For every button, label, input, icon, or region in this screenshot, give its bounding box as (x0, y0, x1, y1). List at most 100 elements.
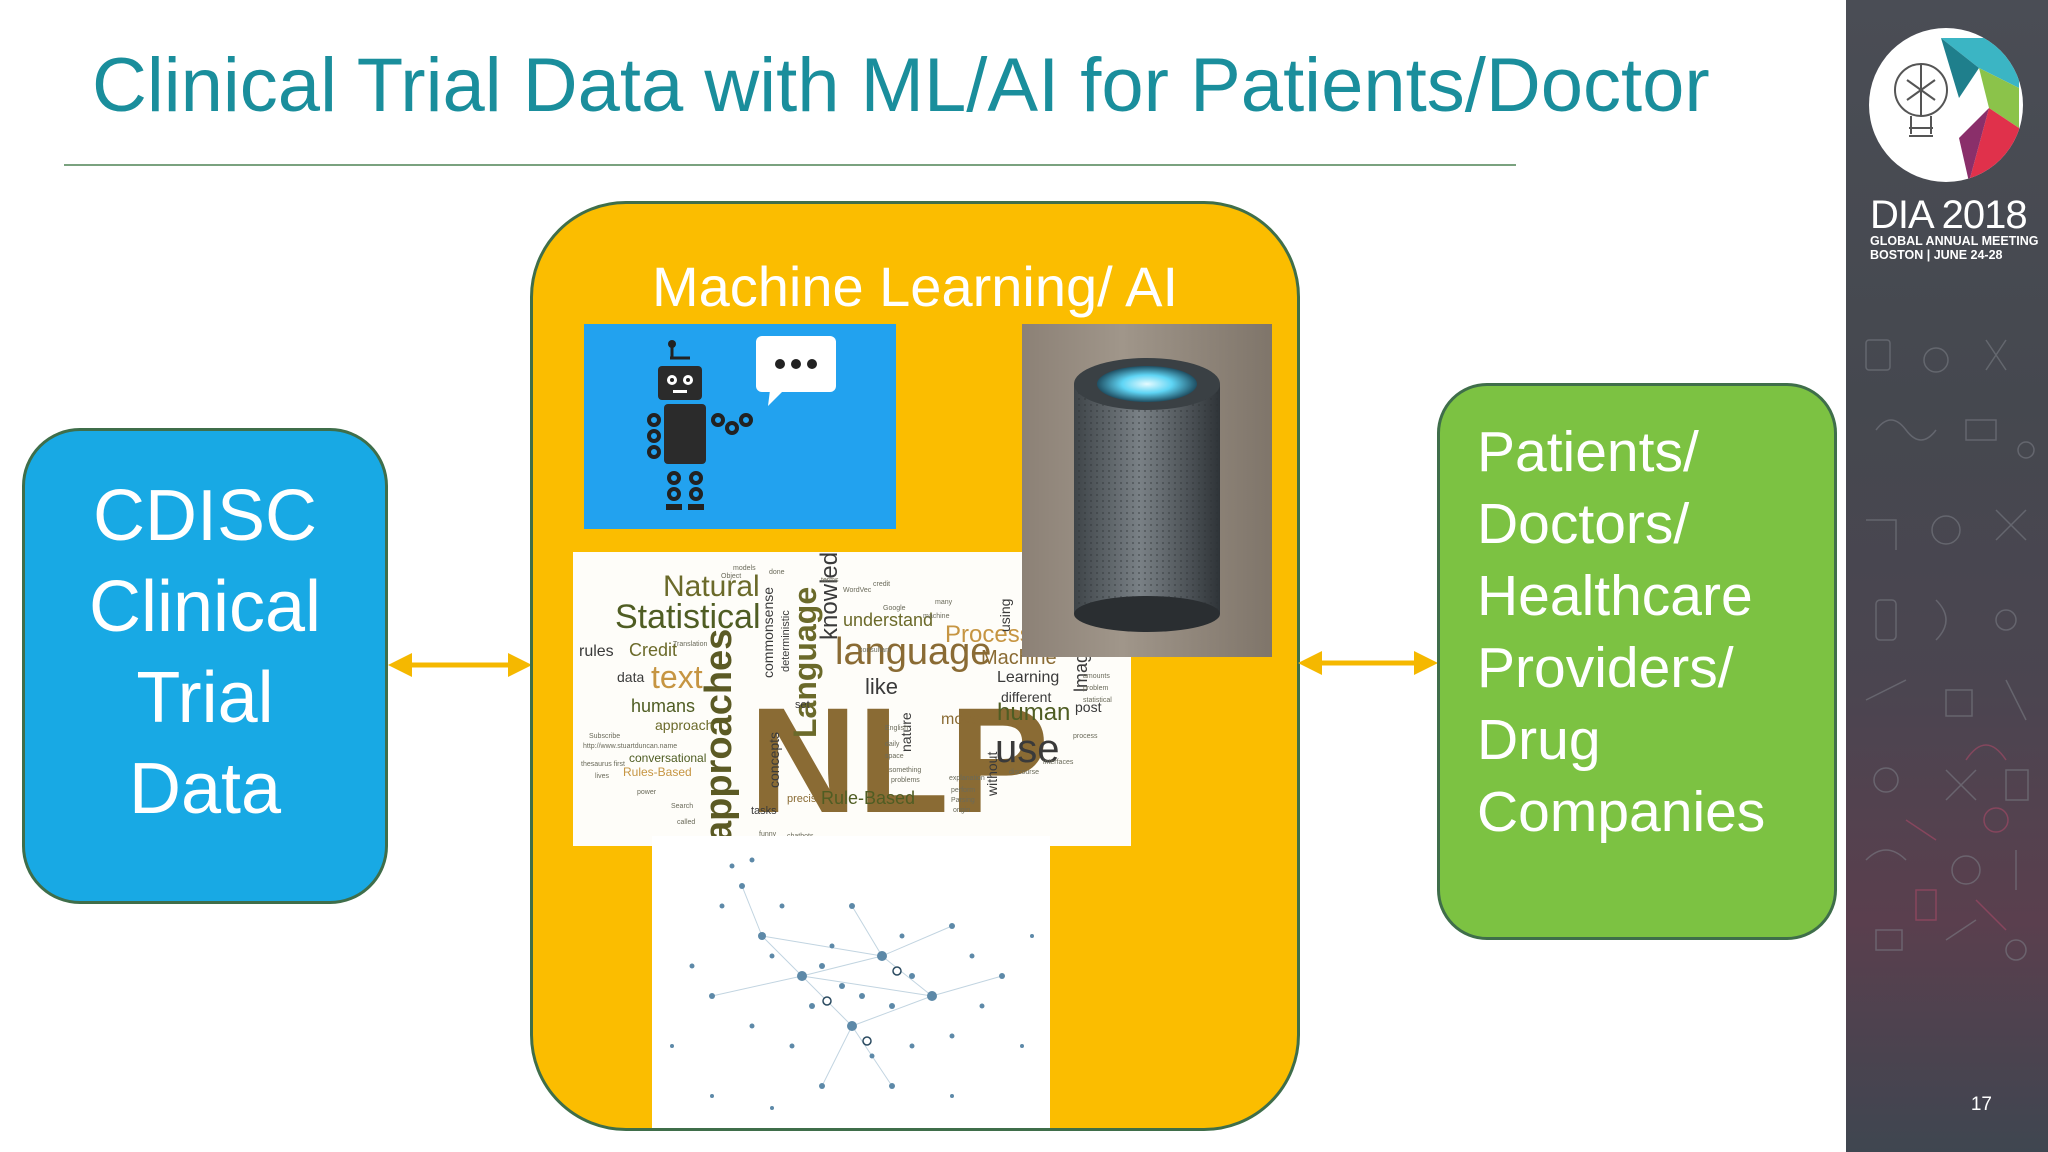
title-divider (64, 164, 1516, 166)
word-statistical: Statistical (615, 598, 761, 636)
svg-text:origin: origin (953, 807, 970, 814)
cdisc-data-box: CDISC Clinical Trial Data (22, 428, 388, 904)
svg-text:Parsing: Parsing (951, 797, 975, 804)
word-understand: understand (843, 610, 933, 630)
svg-text:Google: Google (883, 605, 906, 612)
cdisc-line-4: Data (128, 749, 282, 829)
word-tasks: tasks (751, 805, 777, 817)
meeting-subtitle: GLOBAL ANNUAL MEETING (1870, 234, 2039, 248)
cdisc-box-label: CDISC Clinical Trial Data (25, 471, 385, 835)
svg-text:models: models (733, 565, 756, 572)
svg-text:daily: daily (885, 741, 900, 748)
svg-text:process: process (1073, 733, 1098, 740)
medical-doodle-pattern (1865, 339, 2035, 961)
patients-line-3: Healthcare (1477, 564, 1753, 628)
patients-line-5: Drug (1477, 708, 1601, 772)
slide-title: Clinical Trial Data with ML/AI for Patie… (92, 43, 1710, 128)
svg-text:English: English (885, 725, 908, 732)
word-conversational: conversational (629, 751, 706, 765)
word-language: language (835, 631, 991, 673)
word-approach: approach (655, 717, 713, 733)
patients-box-label: Patients/ Doctors/ Healthcare Providers/… (1477, 416, 1765, 848)
patients-line-6: Companies (1477, 780, 1766, 844)
word-use: use (995, 727, 1060, 771)
svg-text:Search: Search (671, 803, 693, 810)
patients-line-1: Patients/ (1477, 420, 1699, 484)
word-credit: Credit (629, 640, 677, 660)
word-natural: Natural (663, 570, 760, 603)
word-knowledge: knowledge (816, 552, 843, 640)
svg-text:lives: lives (595, 773, 610, 780)
svg-text:discourse: discourse (1009, 769, 1039, 776)
svg-text:thesaurus first: thesaurus first (581, 761, 625, 768)
smart-speaker-photo (1022, 324, 1272, 657)
cdisc-line-2: Clinical (88, 567, 322, 647)
cdisc-line-1: CDISC (92, 476, 317, 556)
word-without: without (984, 752, 1000, 797)
right-bidirectional-arrow (1298, 651, 1438, 675)
svg-text:credit: credit (873, 581, 890, 588)
word-different: different (1001, 689, 1051, 705)
svg-text:perform: perform (951, 787, 975, 794)
page-number: 17 (1970, 1094, 1992, 1115)
svg-text:consultant: consultant (859, 647, 891, 654)
patients-line-2: Doctors/ (1477, 492, 1690, 556)
svg-text:power: power (637, 789, 657, 796)
svg-text:http://www.stuartduncan.name: http://www.stuartduncan.name (583, 743, 677, 750)
word-using: using (997, 599, 1013, 632)
svg-text:WordVec: WordVec (843, 587, 872, 594)
dia-2018-wordmark: DIA 2018 (1870, 193, 2028, 237)
network-graph-image (652, 846, 1050, 1128)
svg-text:something: something (889, 767, 921, 774)
word-deterministic: deterministic (780, 610, 792, 672)
word-concepts: concepts (766, 732, 782, 788)
dia-logo (1869, 28, 2023, 182)
svg-text:Translation: Translation (673, 641, 707, 648)
svg-text:explanation: explanation (949, 775, 985, 782)
word-human: human (997, 699, 1070, 726)
svg-text:terms: terms (821, 577, 839, 584)
network-graph (670, 857, 1034, 1110)
svg-text:machine: machine (923, 613, 950, 620)
patients-line-4: Providers/ (1477, 636, 1734, 700)
word-rule-based: Rule-Based (821, 788, 915, 808)
word-commonsense: commonsense (760, 587, 776, 678)
word-cloud-graphic: NLP approaches Language language Statist… (579, 552, 1112, 846)
svg-text:done: done (769, 569, 785, 576)
svg-text:statistical: statistical (1083, 697, 1112, 704)
svg-text:problem: problem (1083, 685, 1108, 692)
word-like: like (865, 674, 898, 699)
robot-chat-image (584, 324, 896, 529)
speaker-graphic (1074, 358, 1220, 632)
svg-text:called: called (677, 819, 695, 826)
word-text: text (651, 659, 703, 695)
svg-text:interfaces: interfaces (1043, 759, 1074, 766)
word-humans: humans (631, 696, 695, 716)
ml-box-title: Machine Learning/ AI (651, 255, 1179, 318)
word-post: post (1075, 699, 1102, 715)
word-nlp: NLP (749, 676, 1049, 844)
word-precise: precise (787, 793, 822, 805)
svg-text:Object: Object (721, 573, 741, 580)
word-rules-based: Rules-Based (623, 765, 692, 779)
head-lightbulb-icon (1894, 38, 2019, 182)
word-move: move (941, 711, 980, 728)
robot-icon (647, 336, 836, 510)
meeting-location-date: BOSTON | JUNE 24-28 (1870, 248, 2003, 262)
word-data: data (617, 669, 644, 685)
word-rules: rules (579, 643, 614, 660)
svg-text:amounts: amounts (1083, 673, 1110, 680)
left-bidirectional-arrow (388, 653, 532, 677)
word-process: Process (945, 621, 1032, 648)
word-learning: Learning (997, 669, 1059, 686)
word-nature: nature (898, 712, 914, 752)
patients-doctors-box: Patients/ Doctors/ Healthcare Providers/… (1437, 383, 1837, 940)
svg-text:funny: funny (759, 831, 777, 838)
svg-text:Subscribe: Subscribe (589, 733, 620, 740)
svg-text:problems: problems (891, 777, 920, 784)
conference-sidebar: DIA 2018 GLOBAL ANNUAL MEETING BOSTON | … (1846, 0, 2048, 1152)
word-approaches: approaches (698, 629, 740, 842)
svg-text:space: space (885, 753, 904, 760)
svg-text:many: many (935, 599, 953, 606)
word-set: set (795, 699, 810, 711)
